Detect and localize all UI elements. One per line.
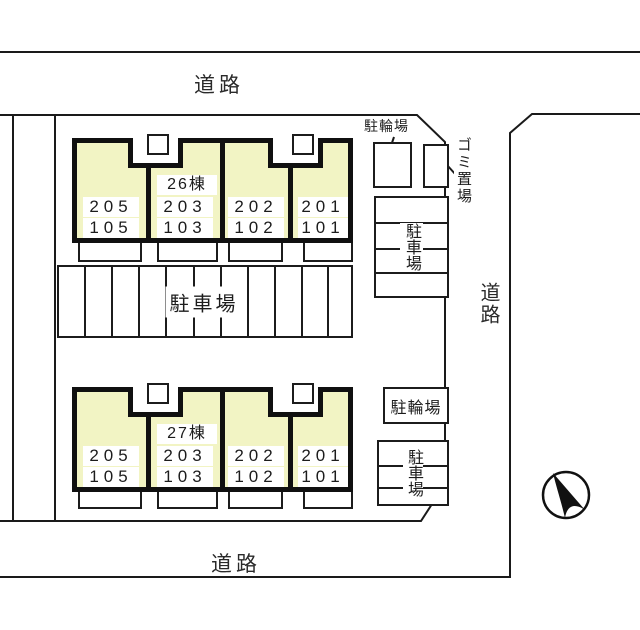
building-name-label: 27棟 [157,424,217,444]
unit-label: 201 [298,446,348,466]
building-name-label: 26棟 [157,175,217,195]
road-label-top: 道路 [194,74,244,97]
stair-landing [292,134,314,155]
outer-road-boundary-line [0,113,640,578]
unit-wall [220,387,225,492]
unit-label: 103 [157,467,213,487]
parking-stall-divider [84,267,86,336]
north-arrow-icon [541,470,591,520]
unit-label: 105 [83,467,139,487]
bicycle-parking-label: 駐輪場 [364,118,409,134]
unit-label: 203 [157,446,213,466]
unit-label: 102 [228,218,284,238]
porch [78,241,142,262]
parking-column-label: 駐車場 [403,449,423,497]
site-boundary-line [0,114,446,522]
unit-label: 205 [83,446,139,466]
parking-column-label: 駐車場 [400,223,423,271]
unit-label: 202 [228,446,284,466]
unit-wall [146,163,151,243]
unit-wall [146,412,151,492]
bicycle-parking-lower-label: 駐輪場 [390,393,442,418]
unit-label: 201 [298,197,348,217]
road-label-right: 道路 [477,282,499,326]
parking-column-upper: 駐車場 [374,196,449,298]
unit-label: 105 [83,218,139,238]
parking-stall-divider [138,267,140,336]
stair-landing [292,383,314,404]
parking-stall-divider [327,267,329,336]
unit-label: 205 [83,197,139,217]
garbage-label: ゴミ置場 [454,137,473,205]
unit-label: 202 [228,197,284,217]
bicycle-parking-box [373,142,412,188]
unit-label: 102 [228,467,284,487]
porch [157,241,218,262]
building-27: 27棟 205 105 203 103 202 102 201 101 [72,383,353,492]
road-label-bottom: 道路 [211,553,261,576]
unit-label: 101 [298,467,348,487]
stair-landing [147,383,169,404]
stair-landing [147,134,169,155]
porch [228,241,283,262]
bicycle-parking-lower-box: 駐輪場 [383,387,449,424]
parking-lot-label: 駐車場 [165,286,243,317]
parking-stall-divider [111,267,113,336]
building-26: 26棟 205 105 203 103 202 102 201 101 [72,134,353,243]
porch [303,241,353,262]
unit-label: 101 [298,218,348,238]
unit-label: 103 [157,218,213,238]
parking-stall-divider [376,272,447,274]
unit-wall [288,163,293,243]
unit-label: 203 [157,197,213,217]
garbage-box [423,144,449,188]
unit-wall [220,138,225,243]
unit-wall [288,412,293,492]
parking-stall-divider [247,267,249,336]
parking-stall-divider [301,267,303,336]
parking-column-lower: 駐車場 [377,440,449,506]
parking-lot: 駐車場 [57,265,353,338]
parking-stall-divider [274,267,276,336]
